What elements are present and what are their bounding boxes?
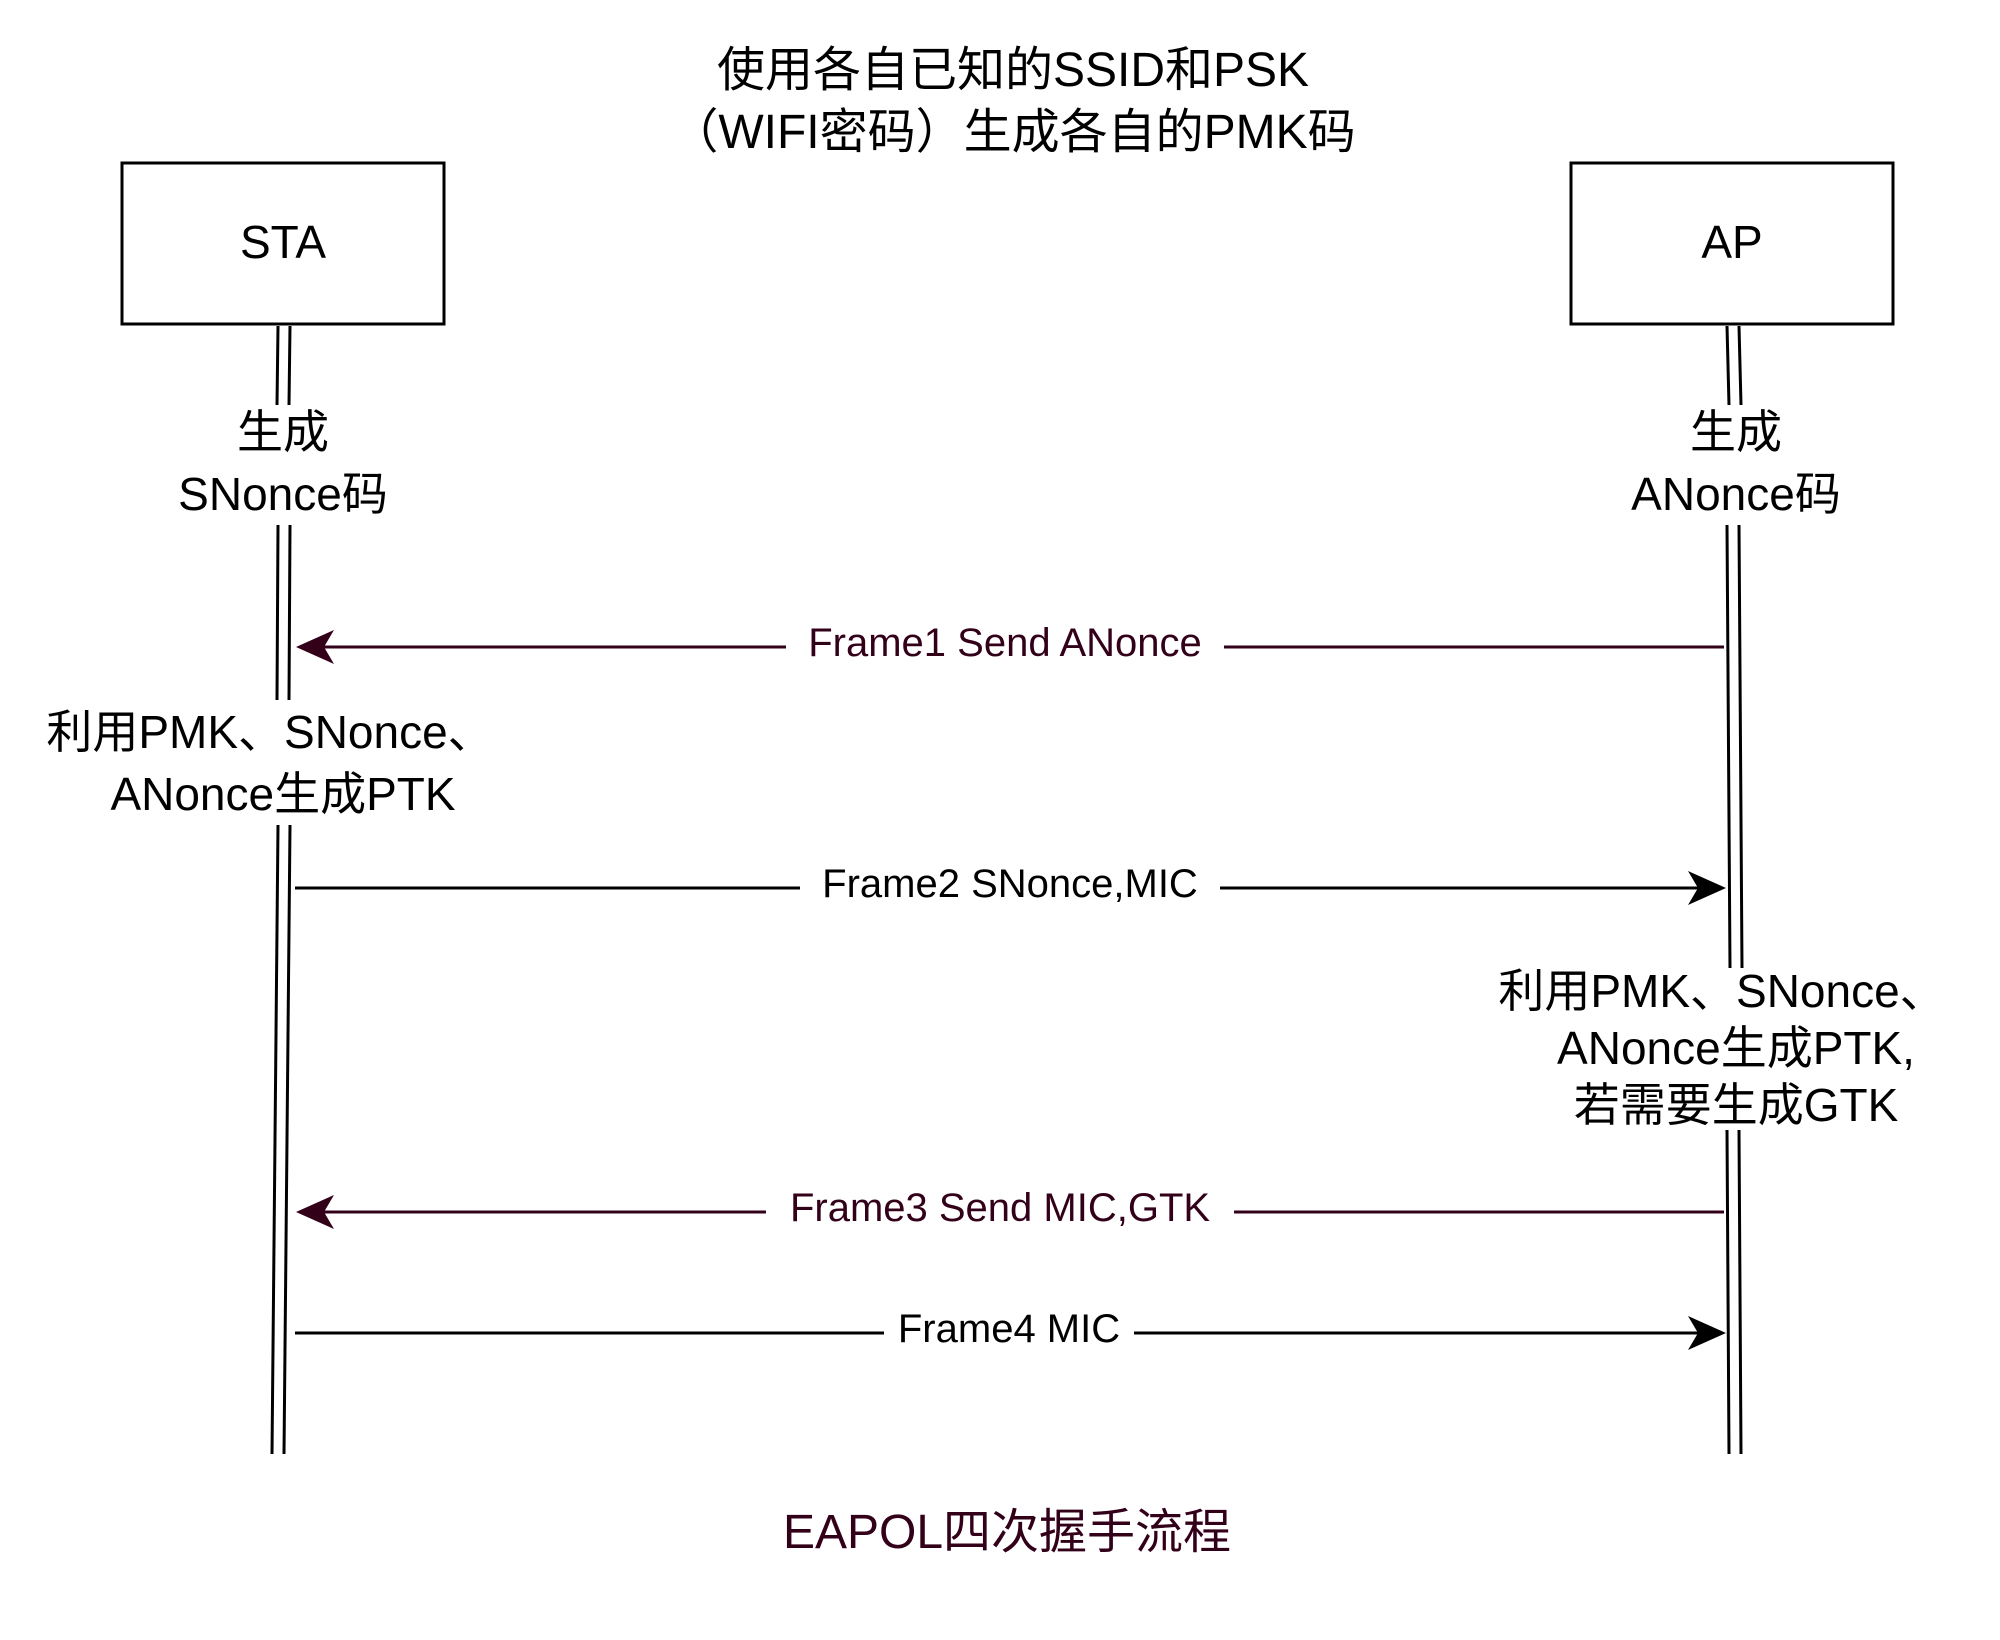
note-sta-snonce-line2: SNonce码	[178, 468, 388, 520]
diagram-caption: EAPOL四次握手流程	[783, 1506, 1231, 1559]
note-ap-anonce-line2: ANonce码	[1631, 468, 1841, 520]
message-frame1: Frame1 Send ANonce	[296, 620, 1724, 672]
note-ap-anonce-line1: 生成	[1690, 406, 1782, 458]
note-sta-ptk-line1: 利用PMK、SNonce、	[46, 706, 493, 758]
note-sta-snonce-line1: 生成	[237, 406, 329, 458]
message-frame4: Frame4 MIC	[295, 1306, 1726, 1358]
note-ap-ptk-line2: ANonce生成PTK,	[1557, 1022, 1915, 1074]
note-ap-ptk: 利用PMK、SNonce、 ANonce生成PTK, 若需要生成GTK	[1498, 965, 1945, 1131]
participant-sta-label: STA	[240, 216, 326, 268]
message-frame4-arrowhead	[1688, 1316, 1726, 1350]
note-sta-ptk-line2: ANonce生成PTK	[110, 768, 455, 820]
message-frame2-label: Frame2 SNonce,MIC	[822, 862, 1198, 906]
sta-lifeline	[270, 325, 292, 1455]
participant-sta: STA	[120, 161, 446, 326]
message-frame3: Frame3 Send MIC,GTK	[296, 1185, 1724, 1237]
participant-ap: AP	[1569, 161, 1895, 326]
note-ap-ptk-line1: 利用PMK、SNonce、	[1498, 965, 1945, 1017]
note-ap-ptk-line3: 若需要生成GTK	[1574, 1079, 1899, 1131]
note-sta-ptk: 利用PMK、SNonce、 ANonce生成PTK	[46, 706, 493, 820]
participant-ap-label: AP	[1701, 216, 1762, 268]
note-sta-snonce: 生成 SNonce码	[178, 406, 388, 520]
message-frame1-label: Frame1 Send ANonce	[808, 621, 1202, 665]
message-frame2: Frame2 SNonce,MIC	[295, 861, 1726, 913]
message-frame4-label: Frame4 MIC	[898, 1307, 1120, 1351]
note-ap-anonce: 生成 ANonce码	[1631, 406, 1841, 520]
participant-ap-box	[1569, 161, 1895, 326]
top-note-line2: （WIFI密码）生成各自的PMK码	[670, 106, 1355, 159]
message-frame2-arrowhead	[1688, 871, 1726, 905]
top-note-line1: 使用各自已知的SSID和PSK	[717, 44, 1309, 97]
message-frame3-label: Frame3 Send MIC,GTK	[790, 1186, 1210, 1230]
ap-lifeline	[1725, 325, 1744, 1455]
participant-sta-box	[120, 161, 446, 326]
message-frame1-arrowhead	[296, 630, 334, 664]
message-frame3-arrowhead	[296, 1195, 334, 1229]
